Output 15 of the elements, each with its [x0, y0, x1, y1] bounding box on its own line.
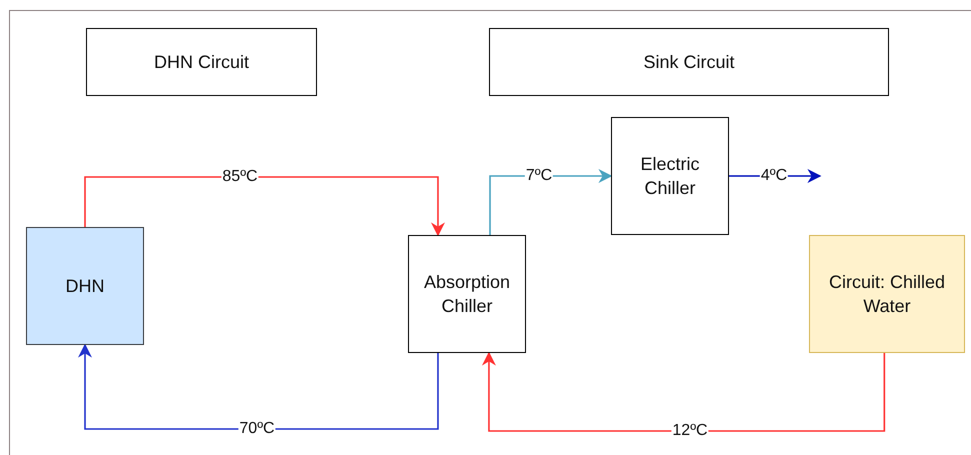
process-box	[611, 117, 729, 235]
node-label: DHN	[64, 274, 106, 298]
arrow	[482, 352, 886, 432]
arrow	[78, 344, 439, 430]
process-box	[26, 227, 144, 345]
node-label: Sink Circuit	[642, 50, 736, 74]
arrow	[84, 176, 445, 236]
circuit-title-box	[86, 28, 317, 96]
node-label: Absorption Chiller	[422, 270, 512, 318]
node-label: Circuit: Chilled Water	[828, 270, 946, 318]
process-box	[408, 235, 526, 353]
circuit-title-box	[489, 28, 889, 96]
node-label: Electric Chiller	[639, 152, 700, 200]
process-box	[809, 235, 965, 353]
node-label: DHN Circuit	[152, 50, 250, 74]
